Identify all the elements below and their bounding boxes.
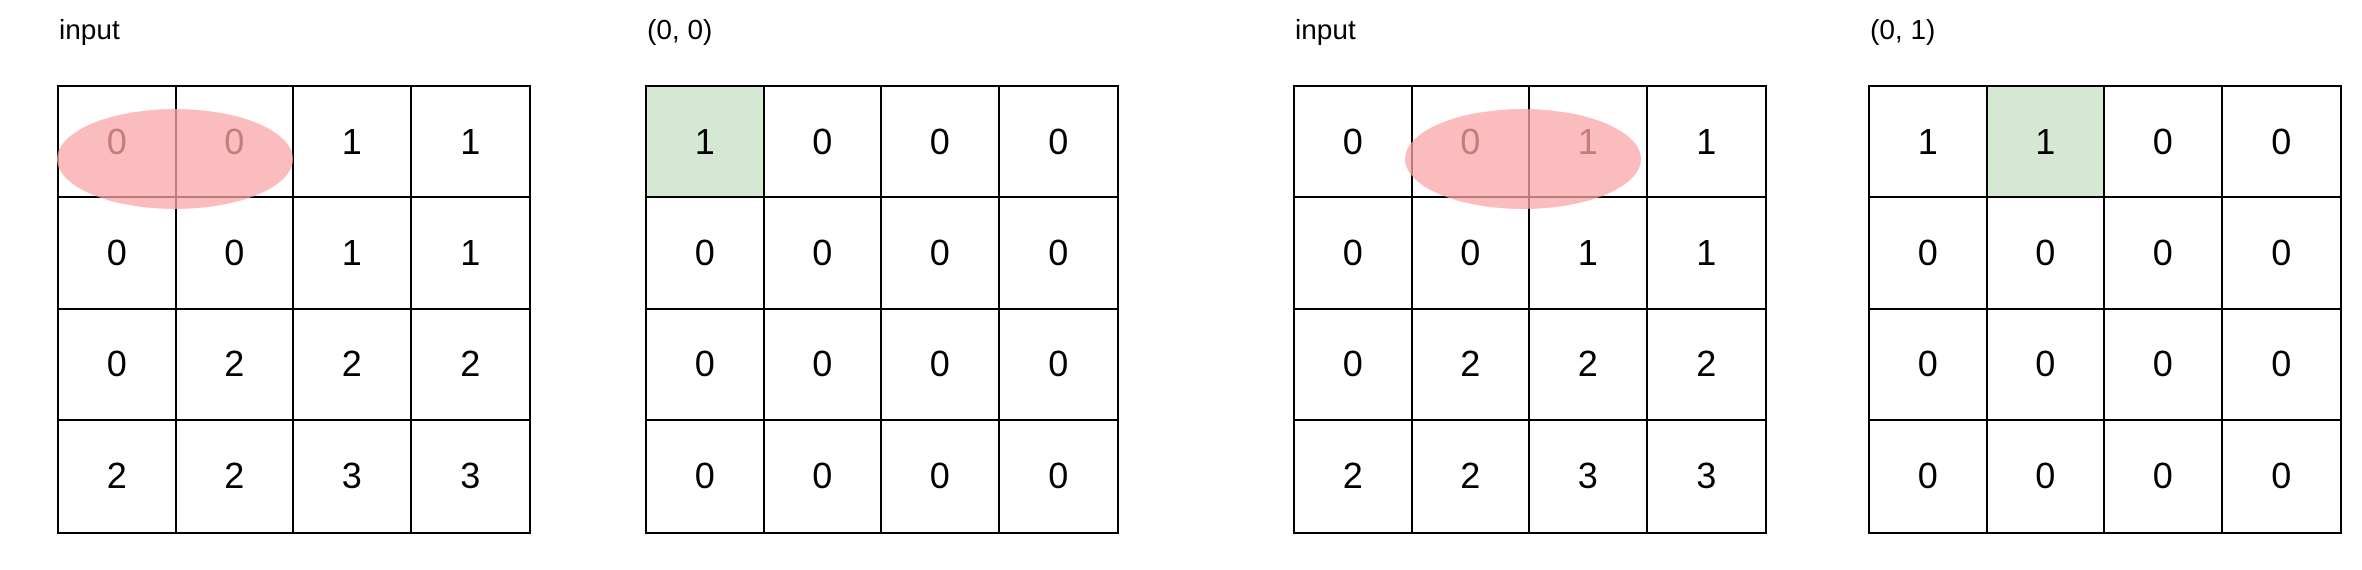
grid-cell-highlighted: 1 <box>647 87 765 199</box>
grid-cell: 0 <box>1988 420 2105 532</box>
grid-cell: 0 <box>1870 309 1988 421</box>
grid-cell: 1 <box>411 198 529 310</box>
grid-cell: 0 <box>882 198 1000 310</box>
grid-cell: 0 <box>647 420 765 532</box>
panel-label: (0, 0) <box>647 14 713 45</box>
grid-cell: 3 <box>1530 420 1648 532</box>
grid-cell: 1 <box>1647 87 1765 199</box>
grid-cell: 2 <box>59 420 177 532</box>
grid-cell: 0 <box>2222 87 2340 199</box>
grid-cell: 0 <box>999 310 1117 421</box>
grid-cell: 0 <box>1870 198 1988 310</box>
grid-cell: 0 <box>1295 198 1413 310</box>
panel-input-2: input 0 0 1 1 0 0 1 1 0 2 2 2 2 2 3 3 <box>1293 0 1773 570</box>
grid-cell-highlighted: 1 <box>1987 87 2105 199</box>
grid-cell: 0 <box>2105 309 2223 421</box>
grid-cell: 1 <box>411 87 529 199</box>
grid-cell: 0 <box>1987 198 2105 310</box>
matrix-grid: 1 1 0 0 0 0 0 0 0 0 0 0 0 0 0 0 <box>1868 85 2342 534</box>
grid-cell: 0 <box>999 87 1117 199</box>
grid-cell: 0 <box>2105 87 2223 199</box>
grid-cell: 0 <box>176 87 294 199</box>
grid-cell: 0 <box>2222 198 2340 310</box>
grid-cell: 2 <box>1295 420 1413 532</box>
grid-cell: 0 <box>882 87 1000 199</box>
panel-output-2: (0, 1) 1 1 0 0 0 0 0 0 0 0 0 0 0 0 0 0 <box>1868 0 2348 570</box>
panel-label: input <box>59 14 120 45</box>
grid-cell: 0 <box>59 198 177 310</box>
grid-cell: 0 <box>764 198 882 310</box>
grid-cell: 3 <box>1696 455 1717 497</box>
grid-cell: 0 <box>59 87 177 199</box>
grid-cell: 0 <box>647 198 765 310</box>
grid-cell: 2 <box>411 310 529 421</box>
grid-cell: 1 <box>1530 87 1648 199</box>
grid-cell: 1 <box>1870 87 1988 199</box>
grid-cell: 0 <box>2222 310 2340 421</box>
grid-cell: 0 <box>647 309 765 421</box>
grid-cell: 1 <box>1530 198 1648 310</box>
panel-label: input <box>1295 14 1356 45</box>
grid-cell: 0 <box>1412 87 1530 199</box>
panel-output-1: (0, 0) 1 0 0 0 0 0 0 0 0 0 0 0 0 0 0 0 <box>645 0 1125 570</box>
grid-cell: 0 <box>1987 309 2105 421</box>
grid-cell: 2 <box>176 309 294 421</box>
grid-cell: 0 <box>1295 87 1413 199</box>
grid-cell: 2 <box>1647 310 1765 421</box>
grid-cell: 0 <box>2271 455 2292 497</box>
grid-cell: 0 <box>1412 198 1530 310</box>
grid-cell: 0 <box>882 420 1000 532</box>
grid-cell: 3 <box>294 420 412 532</box>
grid-cell: 1 <box>294 198 412 310</box>
grid-cell: 2 <box>177 420 294 532</box>
panel-label: (0, 1) <box>1870 14 1936 45</box>
grid-cell: 0 <box>1295 309 1413 421</box>
grid-cell: 0 <box>176 198 294 310</box>
grid-cell: 0 <box>59 309 177 421</box>
grid-cell: 0 <box>2105 198 2223 310</box>
grid-cell: 0 <box>2105 420 2223 532</box>
matrix-grid: 0 0 1 1 0 0 1 1 0 2 2 2 2 2 3 3 <box>1293 85 1767 534</box>
grid-cell: 2 <box>1530 309 1648 421</box>
grid-cell: 0 <box>1048 455 1069 497</box>
matrix-grid: 0 0 1 1 0 0 1 1 0 2 2 2 2 2 3 3 <box>57 85 531 534</box>
grid-cell: 2 <box>294 309 412 421</box>
grid-cell: 0 <box>1870 420 1988 532</box>
grid-cell: 0 <box>765 420 882 532</box>
matrix-grid: 1 0 0 0 0 0 0 0 0 0 0 0 0 0 0 0 <box>645 85 1119 534</box>
grid-cell: 2 <box>1412 309 1530 421</box>
grid-cell: 2 <box>1413 420 1530 532</box>
grid-cell: 3 <box>460 455 481 497</box>
grid-cell: 0 <box>764 87 882 199</box>
grid-cell: 0 <box>999 198 1117 310</box>
grid-cell: 1 <box>294 87 412 199</box>
grid-cell: 1 <box>1647 198 1765 310</box>
grid-cell: 0 <box>764 309 882 421</box>
panel-input-1: input 0 0 1 1 0 0 1 1 0 2 2 2 2 2 3 3 <box>57 0 537 570</box>
grid-cell: 0 <box>882 309 1000 421</box>
